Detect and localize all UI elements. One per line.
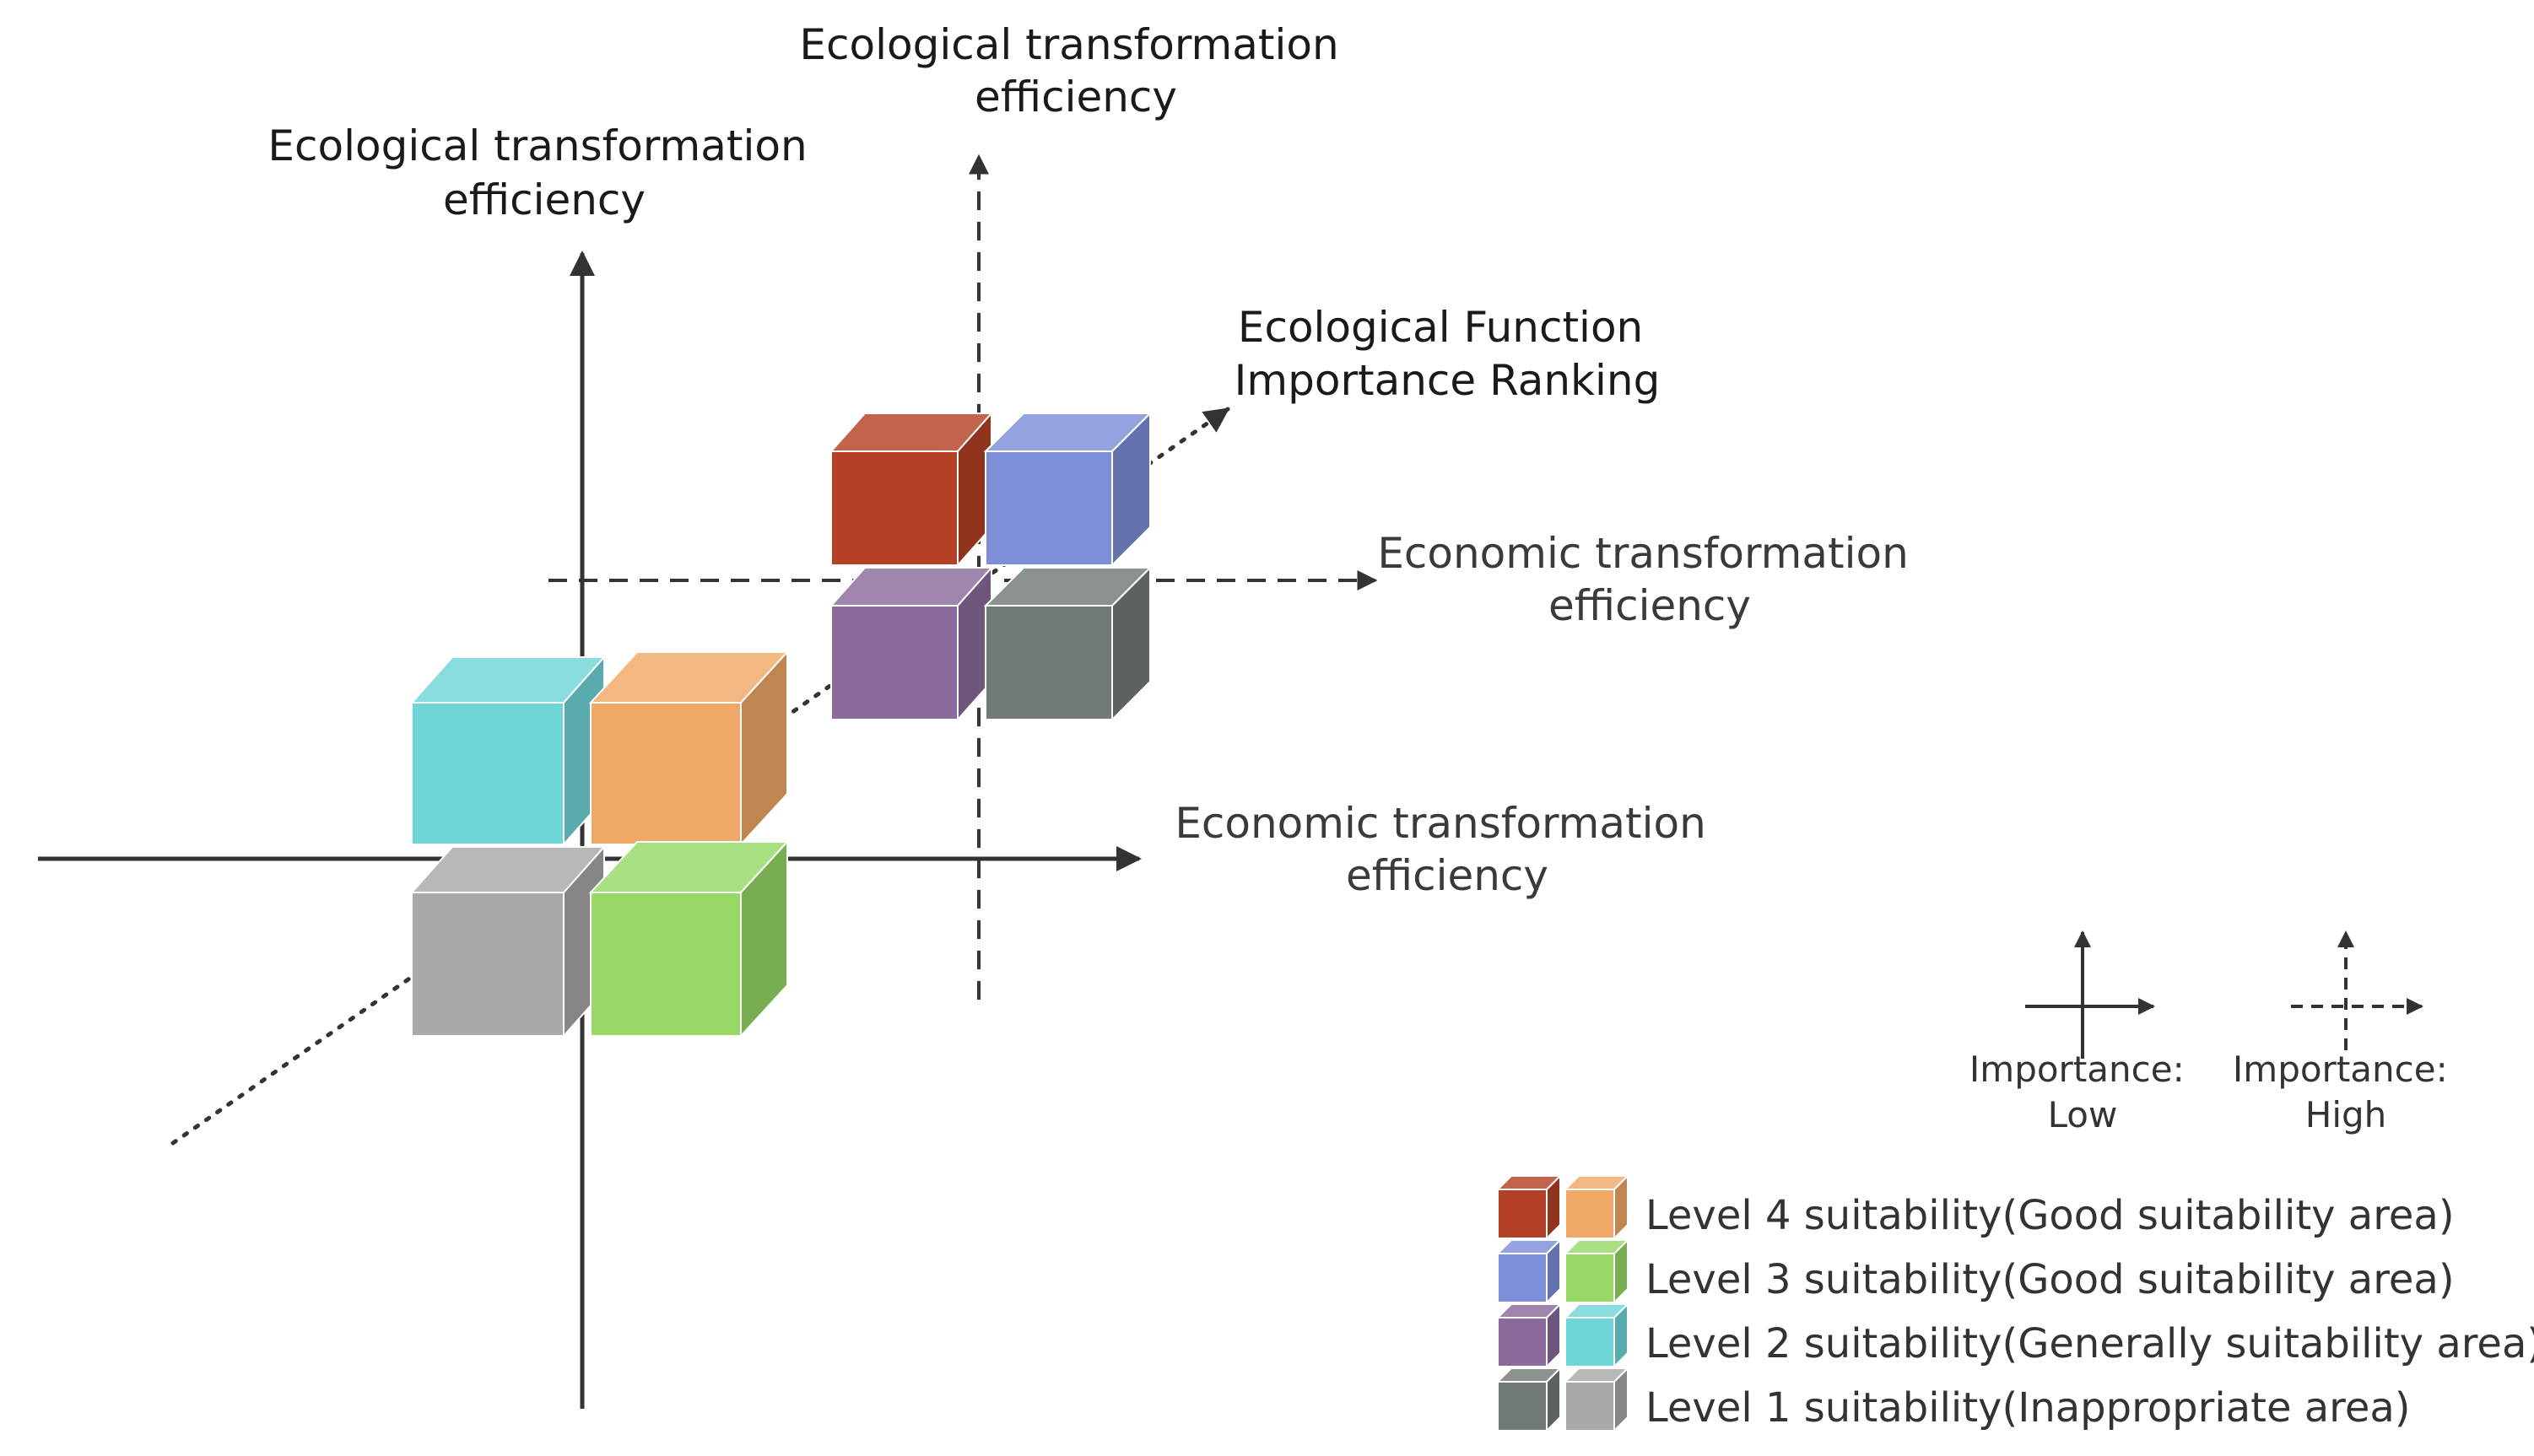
legend-label-level-4: Level 4 suitability(Good suitability are… bbox=[1645, 1192, 2455, 1239]
cube-orange-level4 bbox=[588, 650, 790, 847]
legend-swatch-1-b bbox=[1563, 1366, 1630, 1433]
legend-item-level-1: Level 1 suitability(Inappropriate area) bbox=[1495, 1366, 2411, 1433]
legend-item-level-4: Level 4 suitability(Good suitability are… bbox=[1495, 1173, 2455, 1241]
legend-swatch-4-a bbox=[1495, 1173, 1563, 1241]
importance-low-label: Importance: Low bbox=[1969, 1049, 2196, 1135]
legend-swatch-3-a bbox=[1495, 1238, 1563, 1305]
ecological-axis-label-low: Ecological transformation efficiency bbox=[267, 121, 820, 224]
importance-key-high: Importance: High bbox=[2233, 930, 2459, 1135]
legend-swatch-4-b bbox=[1563, 1173, 1630, 1241]
cube-darkgrey-level1 bbox=[983, 565, 1153, 722]
cube-blue-level3 bbox=[983, 411, 1153, 568]
importance-high-label: Importance: High bbox=[2233, 1049, 2459, 1135]
legend-label-level-3: Level 3 suitability(Good suitability are… bbox=[1645, 1256, 2455, 1303]
cube-cyan-level2 bbox=[409, 655, 607, 847]
legend-label-level-2: Level 2 suitability(Generally suitabilit… bbox=[1645, 1320, 2534, 1367]
low-importance-cubes bbox=[409, 650, 790, 1038]
legend-swatch-1-a bbox=[1495, 1366, 1563, 1433]
importance-ranking-label: Ecological Function Importance Ranking bbox=[1235, 303, 1661, 405]
cube-grey-level1 bbox=[409, 844, 607, 1038]
cube-red-level4 bbox=[829, 411, 994, 568]
economic-axis-label-high: Economic transformation efficiency bbox=[1377, 529, 1921, 630]
importance-key-low: Importance: Low bbox=[1969, 930, 2196, 1135]
legend-swatch-2-a bbox=[1495, 1302, 1563, 1369]
economic-axis-label-low: Economic transformation efficiency bbox=[1175, 799, 1719, 900]
legend-item-level-3: Level 3 suitability(Good suitability are… bbox=[1495, 1238, 2455, 1305]
ecological-axis-label-high: Ecological transformation efficiency bbox=[799, 20, 1352, 121]
legend-swatch-3-b bbox=[1563, 1238, 1630, 1305]
legend-item-level-2: Level 2 suitability(Generally suitabilit… bbox=[1495, 1302, 2534, 1369]
legend-swatch-2-b bbox=[1563, 1302, 1630, 1369]
cube-green-level3 bbox=[588, 839, 790, 1038]
suitability-legend: Level 4 suitability(Good suitability are… bbox=[1495, 1173, 2534, 1433]
cube-purple-level2 bbox=[829, 565, 994, 722]
legend-label-level-1: Level 1 suitability(Inappropriate area) bbox=[1645, 1384, 2411, 1432]
high-importance-cubes bbox=[829, 411, 1153, 722]
